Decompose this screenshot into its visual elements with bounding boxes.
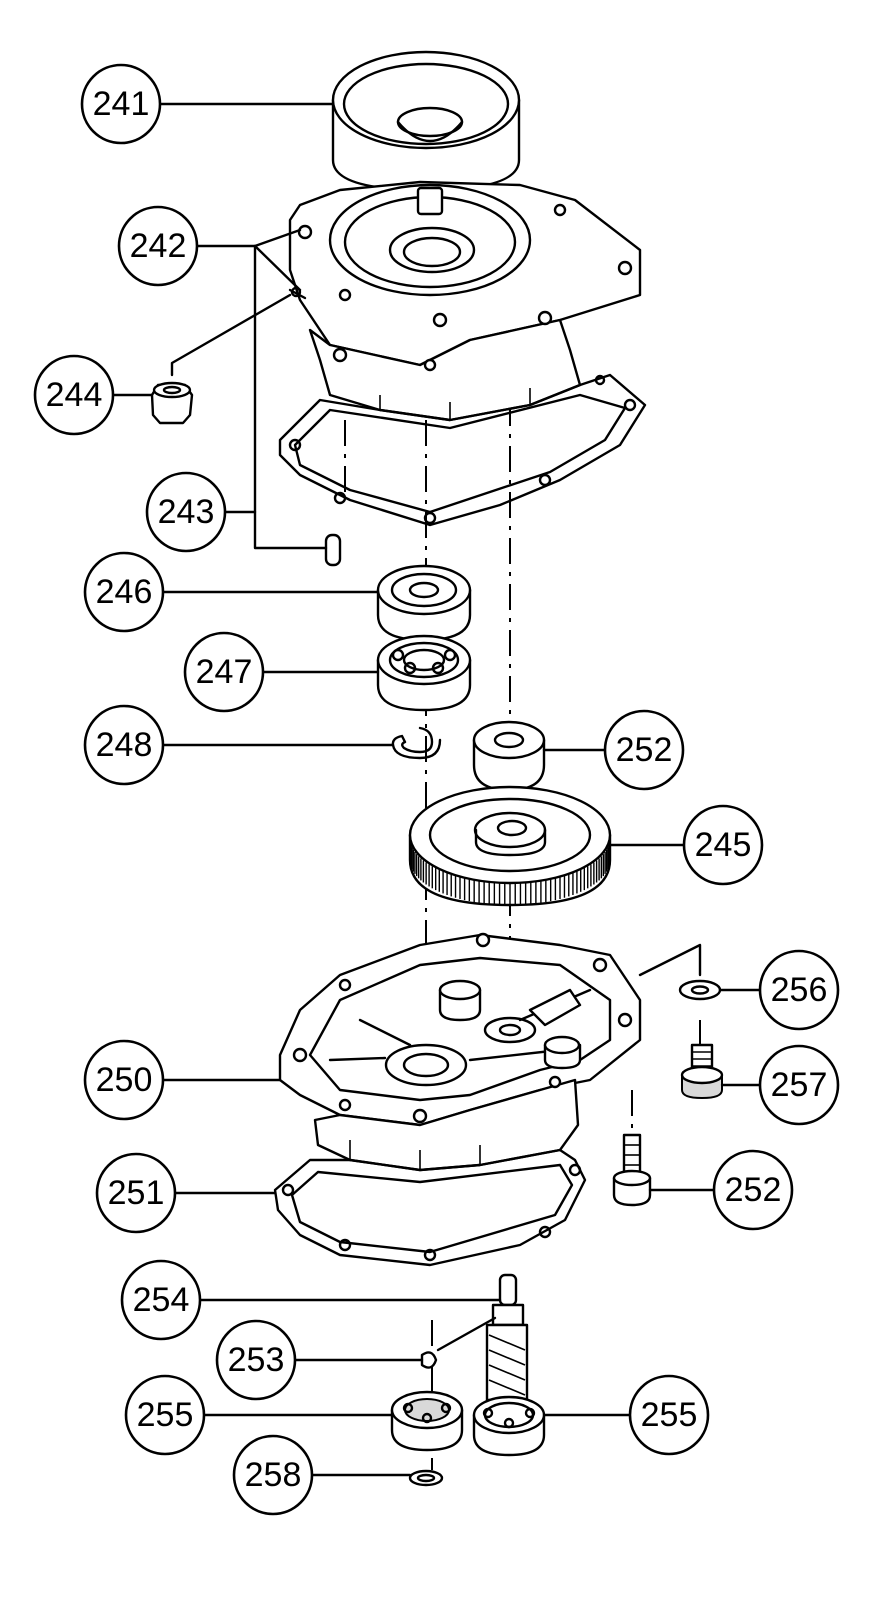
callout-241: 241	[80, 63, 162, 145]
gear-teeth	[409, 838, 611, 905]
part-252-bolt	[612, 1133, 652, 1207]
part-242-upper-housing	[288, 180, 642, 422]
callout-label: 252	[616, 731, 673, 769]
part-255-bearing-left	[390, 1390, 464, 1452]
part-255-bearing-right	[472, 1395, 546, 1457]
part-248-snap-ring	[391, 726, 442, 760]
callout-255-right: 255	[628, 1374, 710, 1456]
callout-label: 251	[108, 1174, 165, 1212]
callout-label: 244	[46, 376, 103, 414]
callout-246: 246	[83, 551, 165, 633]
callout-label: 245	[695, 826, 752, 864]
callout-label: 255	[137, 1396, 194, 1434]
callout-label: 254	[133, 1281, 190, 1319]
callout-256: 256	[758, 949, 840, 1031]
part-243-upper-gasket	[278, 373, 647, 527]
part-251-lower-gasket	[273, 1148, 587, 1267]
callout-label: 250	[96, 1061, 153, 1099]
callout-label: 241	[93, 85, 150, 123]
part-244-nut	[150, 381, 194, 425]
callout-254: 254	[120, 1259, 202, 1341]
part-258-circlip	[408, 1469, 444, 1487]
callout-label: 252	[725, 1171, 782, 1209]
callout-label: 258	[245, 1456, 302, 1494]
callout-255-left: 255	[124, 1374, 206, 1456]
callout-253: 253	[215, 1319, 297, 1401]
callout-242: 242	[117, 205, 199, 287]
callout-250: 250	[83, 1039, 165, 1121]
callout-label: 242	[130, 227, 187, 265]
callout-258: 258	[232, 1434, 314, 1516]
part-256-washer	[678, 979, 722, 1001]
callout-label: 247	[196, 653, 253, 691]
callout-243: 243	[145, 471, 227, 553]
part-253-key	[420, 1351, 438, 1369]
part-257-plug-bolt	[680, 1043, 724, 1100]
callout-label: 253	[228, 1341, 285, 1379]
callout-248: 248	[83, 704, 165, 786]
leader-lines	[110, 102, 762, 1477]
part-245-gear	[408, 785, 612, 907]
callout-244: 244	[33, 354, 115, 436]
callout-251: 251	[95, 1152, 177, 1234]
callout-label: 248	[96, 726, 153, 764]
part-241-cup-cover	[331, 50, 521, 192]
callout-247: 247	[183, 631, 265, 713]
callout-252-collar: 252	[603, 709, 685, 791]
callout-label: 256	[771, 971, 828, 1009]
part-dowel-pin	[324, 533, 342, 567]
callout-label: 255	[641, 1396, 698, 1434]
callout-245: 245	[682, 804, 764, 886]
callout-label: 257	[771, 1066, 828, 1104]
callout-252-bolt: 252	[712, 1149, 794, 1231]
callout-label: 243	[158, 493, 215, 531]
callout-257: 257	[758, 1044, 840, 1126]
part-247-ball-bearing	[376, 634, 472, 712]
callout-label: 246	[96, 573, 153, 611]
part-250-lower-housing	[278, 932, 642, 1172]
part-246-bearing	[376, 564, 472, 642]
part-252-collar	[472, 720, 546, 792]
